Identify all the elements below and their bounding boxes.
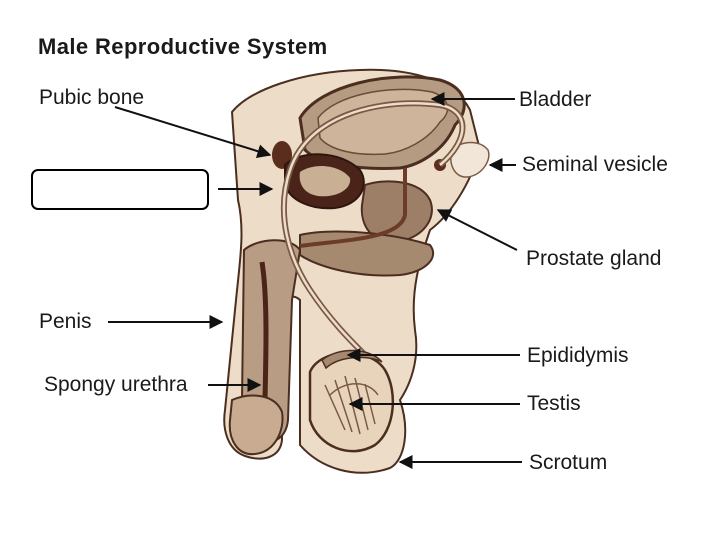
prostate-leader [436, 209, 518, 251]
prostate-shape [360, 180, 433, 244]
diagram-title: Male Reproductive System [38, 34, 328, 59]
vas-deferens-inner [282, 101, 464, 356]
glans-shape [228, 394, 284, 456]
label-bladder: Bladder [519, 88, 592, 111]
seminal-vesicle-shape [450, 141, 490, 178]
blank-label-box[interactable] [31, 169, 209, 210]
rectum-inner [299, 166, 351, 197]
label-spongy-urethra: Spongy urethra [44, 373, 188, 396]
pubic-bone-leader [114, 106, 272, 158]
label-testis: Testis [527, 392, 581, 415]
label-scrotum: Scrotum [529, 451, 608, 474]
label-prostate-gland: Prostate gland [526, 247, 662, 270]
label-pubic-bone: Pubic bone [39, 86, 145, 109]
label-epididymis: Epididymis [527, 344, 629, 367]
prostatic-urethra [299, 168, 407, 248]
label-penis: Penis [39, 310, 92, 333]
label-seminal-vesicle: Seminal vesicle [522, 153, 668, 176]
